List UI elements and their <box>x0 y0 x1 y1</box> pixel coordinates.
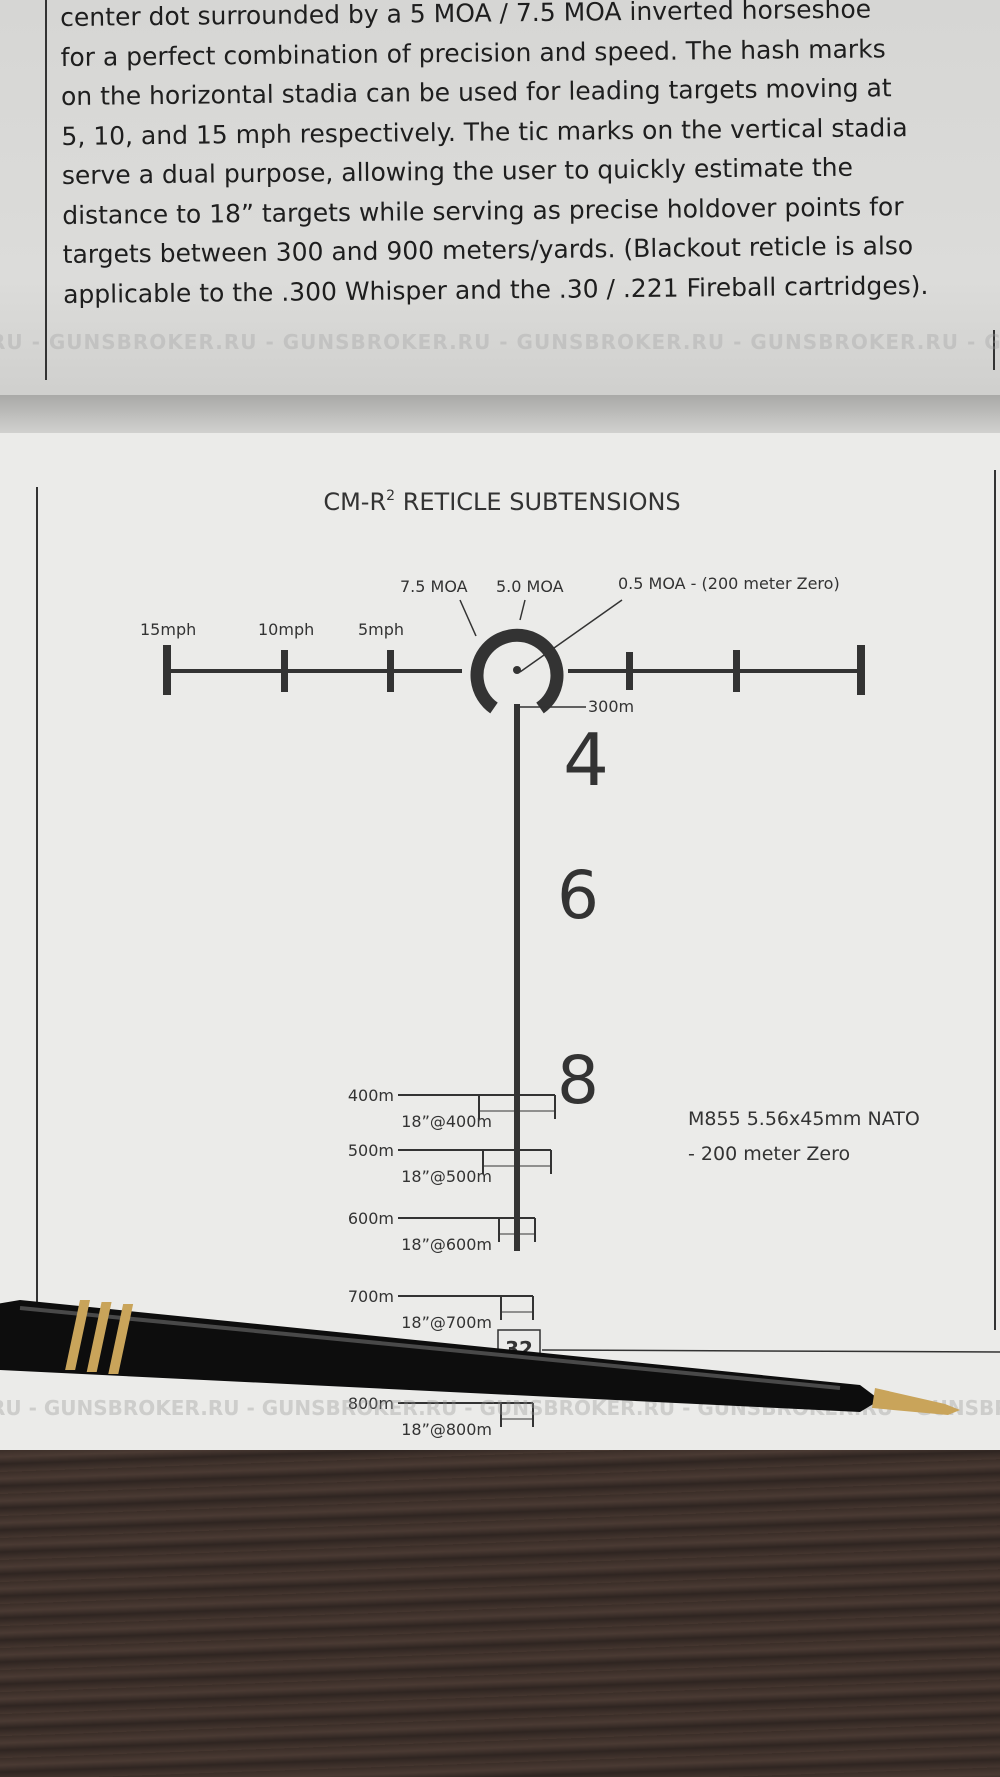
reticle-description: center dot surrounded by a 5 MOA / 7.5 M… <box>60 0 993 314</box>
range-marker-700m: 700m 18”@700m <box>348 1287 534 1332</box>
watermark: RU - GUNSBROKER.RU - GUNSBROKER.RU - GUN… <box>0 330 1000 354</box>
range-marker-500m: 500m 18”@500m <box>348 1141 552 1186</box>
outer-moa-label: 7.5 MOA <box>400 577 468 596</box>
range-marker-600m: 600m 18”@600m <box>348 1209 536 1254</box>
inner-moa-label: 5.0 MOA <box>496 577 564 596</box>
lead-15mph-label: 15mph <box>140 620 196 639</box>
hash-10mph <box>281 650 288 692</box>
range-label: 400m <box>348 1086 394 1105</box>
hash-right-2 <box>733 650 740 692</box>
wooden-table <box>0 1450 1000 1777</box>
page-border-left <box>45 0 47 380</box>
center-dot <box>513 666 521 674</box>
target-size-label: 18”@500m <box>401 1167 492 1186</box>
range-300m-label: 300m <box>588 697 634 716</box>
target-size-label: 18”@400m <box>401 1112 492 1131</box>
pen <box>0 1300 960 1415</box>
lead-5mph-label: 5mph <box>358 620 404 639</box>
ammo-label: M855 5.56x45mm NATO <box>688 1108 920 1130</box>
hash-right-1 <box>626 652 633 690</box>
pen-tip <box>872 1388 960 1415</box>
lead-10mph-label: 10mph <box>258 620 314 639</box>
center-dot-leader <box>519 599 623 673</box>
range-label: 700m <box>348 1287 394 1306</box>
page-fold-shadow <box>0 395 1000 440</box>
range-label: 600m <box>348 1209 394 1228</box>
pen-band <box>86 1302 112 1372</box>
page-border-right <box>993 330 995 370</box>
range-marker-800m: 800m 18”@800m <box>348 1394 534 1439</box>
page-border-bottom-right <box>541 1349 1000 1353</box>
center-dot-label: 0.5 MOA - (200 meter Zero) <box>618 574 840 593</box>
zero-label: - 200 meter Zero <box>688 1143 850 1165</box>
horseshoe <box>470 628 564 714</box>
target-size-label: 18”@800m <box>401 1420 492 1439</box>
range-label: 800m <box>348 1394 394 1413</box>
diagram-title: CM-R2 RETICLE SUBTENSIONS <box>323 488 680 516</box>
hash-5mph <box>387 650 394 692</box>
range-label: 500m <box>348 1141 394 1160</box>
hash-15mph <box>163 645 171 695</box>
hundreds-4: 4 <box>563 718 609 802</box>
pen-band <box>108 1304 134 1374</box>
range-markers: 400m 18”@400m 500m 18”@500m 600m 18”@600m 700m… <box>348 1086 556 1439</box>
range-marker-400m: 400m 18”@400m <box>348 1086 556 1131</box>
hash-right-3 <box>857 645 865 695</box>
target-size-label: 18”@700m <box>401 1313 492 1332</box>
vertical-stadia <box>514 704 520 1251</box>
hundreds-6: 6 <box>557 857 599 934</box>
pen-band <box>65 1300 90 1370</box>
horizontal-stadia <box>163 645 865 695</box>
outer-moa-leader <box>459 599 477 637</box>
hundreds-8: 8 <box>557 1042 599 1119</box>
reticle-page <box>0 433 1000 1453</box>
inner-moa-leader <box>519 599 526 621</box>
target-size-label: 18”@600m <box>401 1235 492 1254</box>
previous-page: center dot surrounded by a 5 MOA / 7.5 M… <box>0 0 1000 400</box>
